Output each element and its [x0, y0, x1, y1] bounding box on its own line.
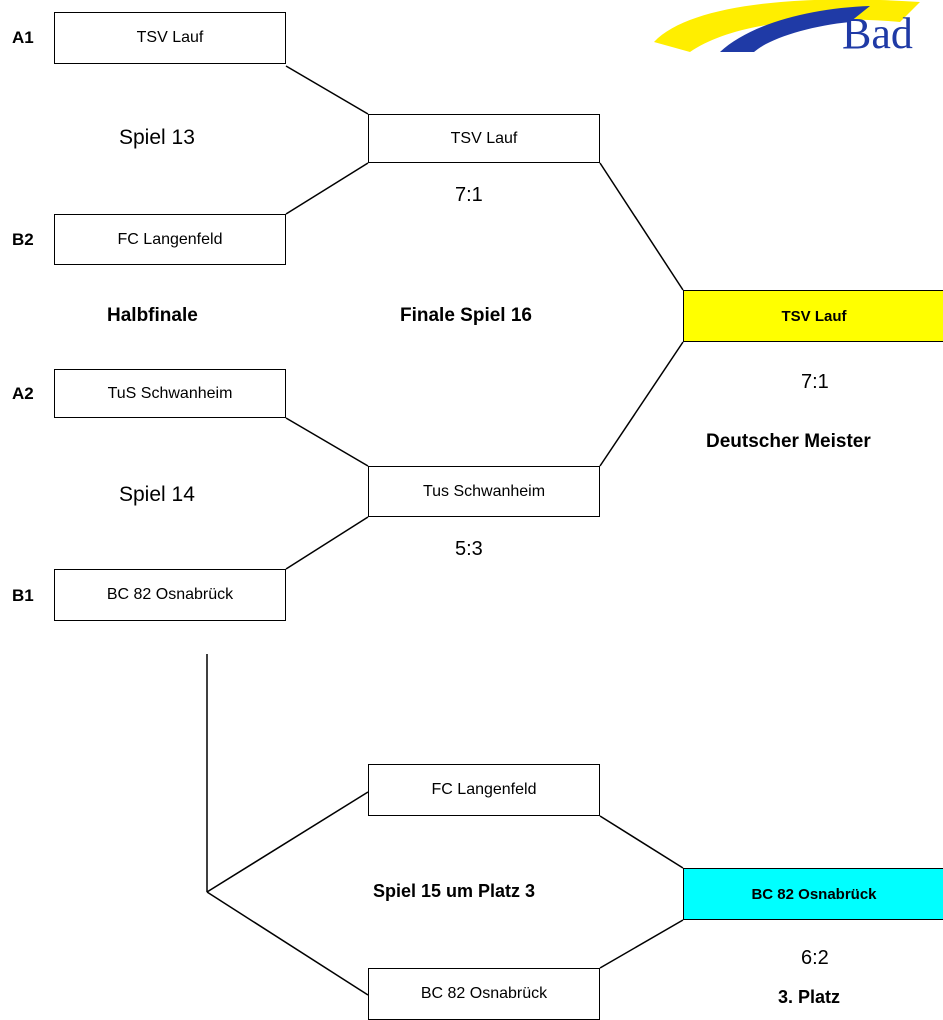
- connector-line: [206, 791, 369, 893]
- connector-line: [599, 341, 684, 467]
- connector-line: [206, 891, 369, 996]
- connector-line: [599, 162, 684, 291]
- third-place-score: 6:2: [801, 947, 829, 969]
- winner-box: TSV Lauf: [368, 114, 600, 163]
- third-place-title: 3. Platz: [778, 987, 841, 1007]
- seed-label: A1: [12, 28, 34, 47]
- team-box: TSV Lauf: [54, 12, 286, 64]
- seed-label: B1: [12, 586, 34, 605]
- team-box: BC 82 Osnabrück: [368, 968, 600, 1020]
- semifinal-header: Halbfinale: [107, 305, 198, 326]
- connector-line: [599, 919, 684, 969]
- logo-text: Bad: [842, 9, 913, 58]
- connector-line: [285, 65, 369, 115]
- final-score: 7:1: [801, 371, 829, 393]
- connector-line: [285, 516, 369, 570]
- third-place-label: Spiel 15 um Platz 3: [373, 881, 536, 901]
- winner-box: Tus Schwanheim: [368, 466, 600, 517]
- match-label: Spiel 14: [119, 483, 195, 506]
- champion-title: Deutscher Meister: [706, 431, 871, 452]
- seed-label: A2: [12, 384, 34, 403]
- final-header: Finale Spiel 16: [400, 305, 532, 326]
- connector-line: [285, 162, 369, 215]
- seed-label: B2: [12, 230, 34, 249]
- team-box: FC Langenfeld: [368, 764, 600, 816]
- badminton-logo: Bad: [654, 0, 920, 58]
- match-label: Spiel 13: [119, 126, 195, 149]
- team-box: BC 82 Osnabrück: [54, 569, 286, 621]
- champion-box: TSV Lauf: [683, 290, 943, 342]
- connector-line: [285, 417, 369, 467]
- match-score: 5:3: [455, 538, 483, 560]
- match-score: 7:1: [455, 184, 483, 206]
- team-box: FC Langenfeld: [54, 214, 286, 265]
- connector-line: [599, 815, 684, 869]
- third-place-box: BC 82 Osnabrück: [683, 868, 943, 920]
- team-box: TuS Schwanheim: [54, 369, 286, 418]
